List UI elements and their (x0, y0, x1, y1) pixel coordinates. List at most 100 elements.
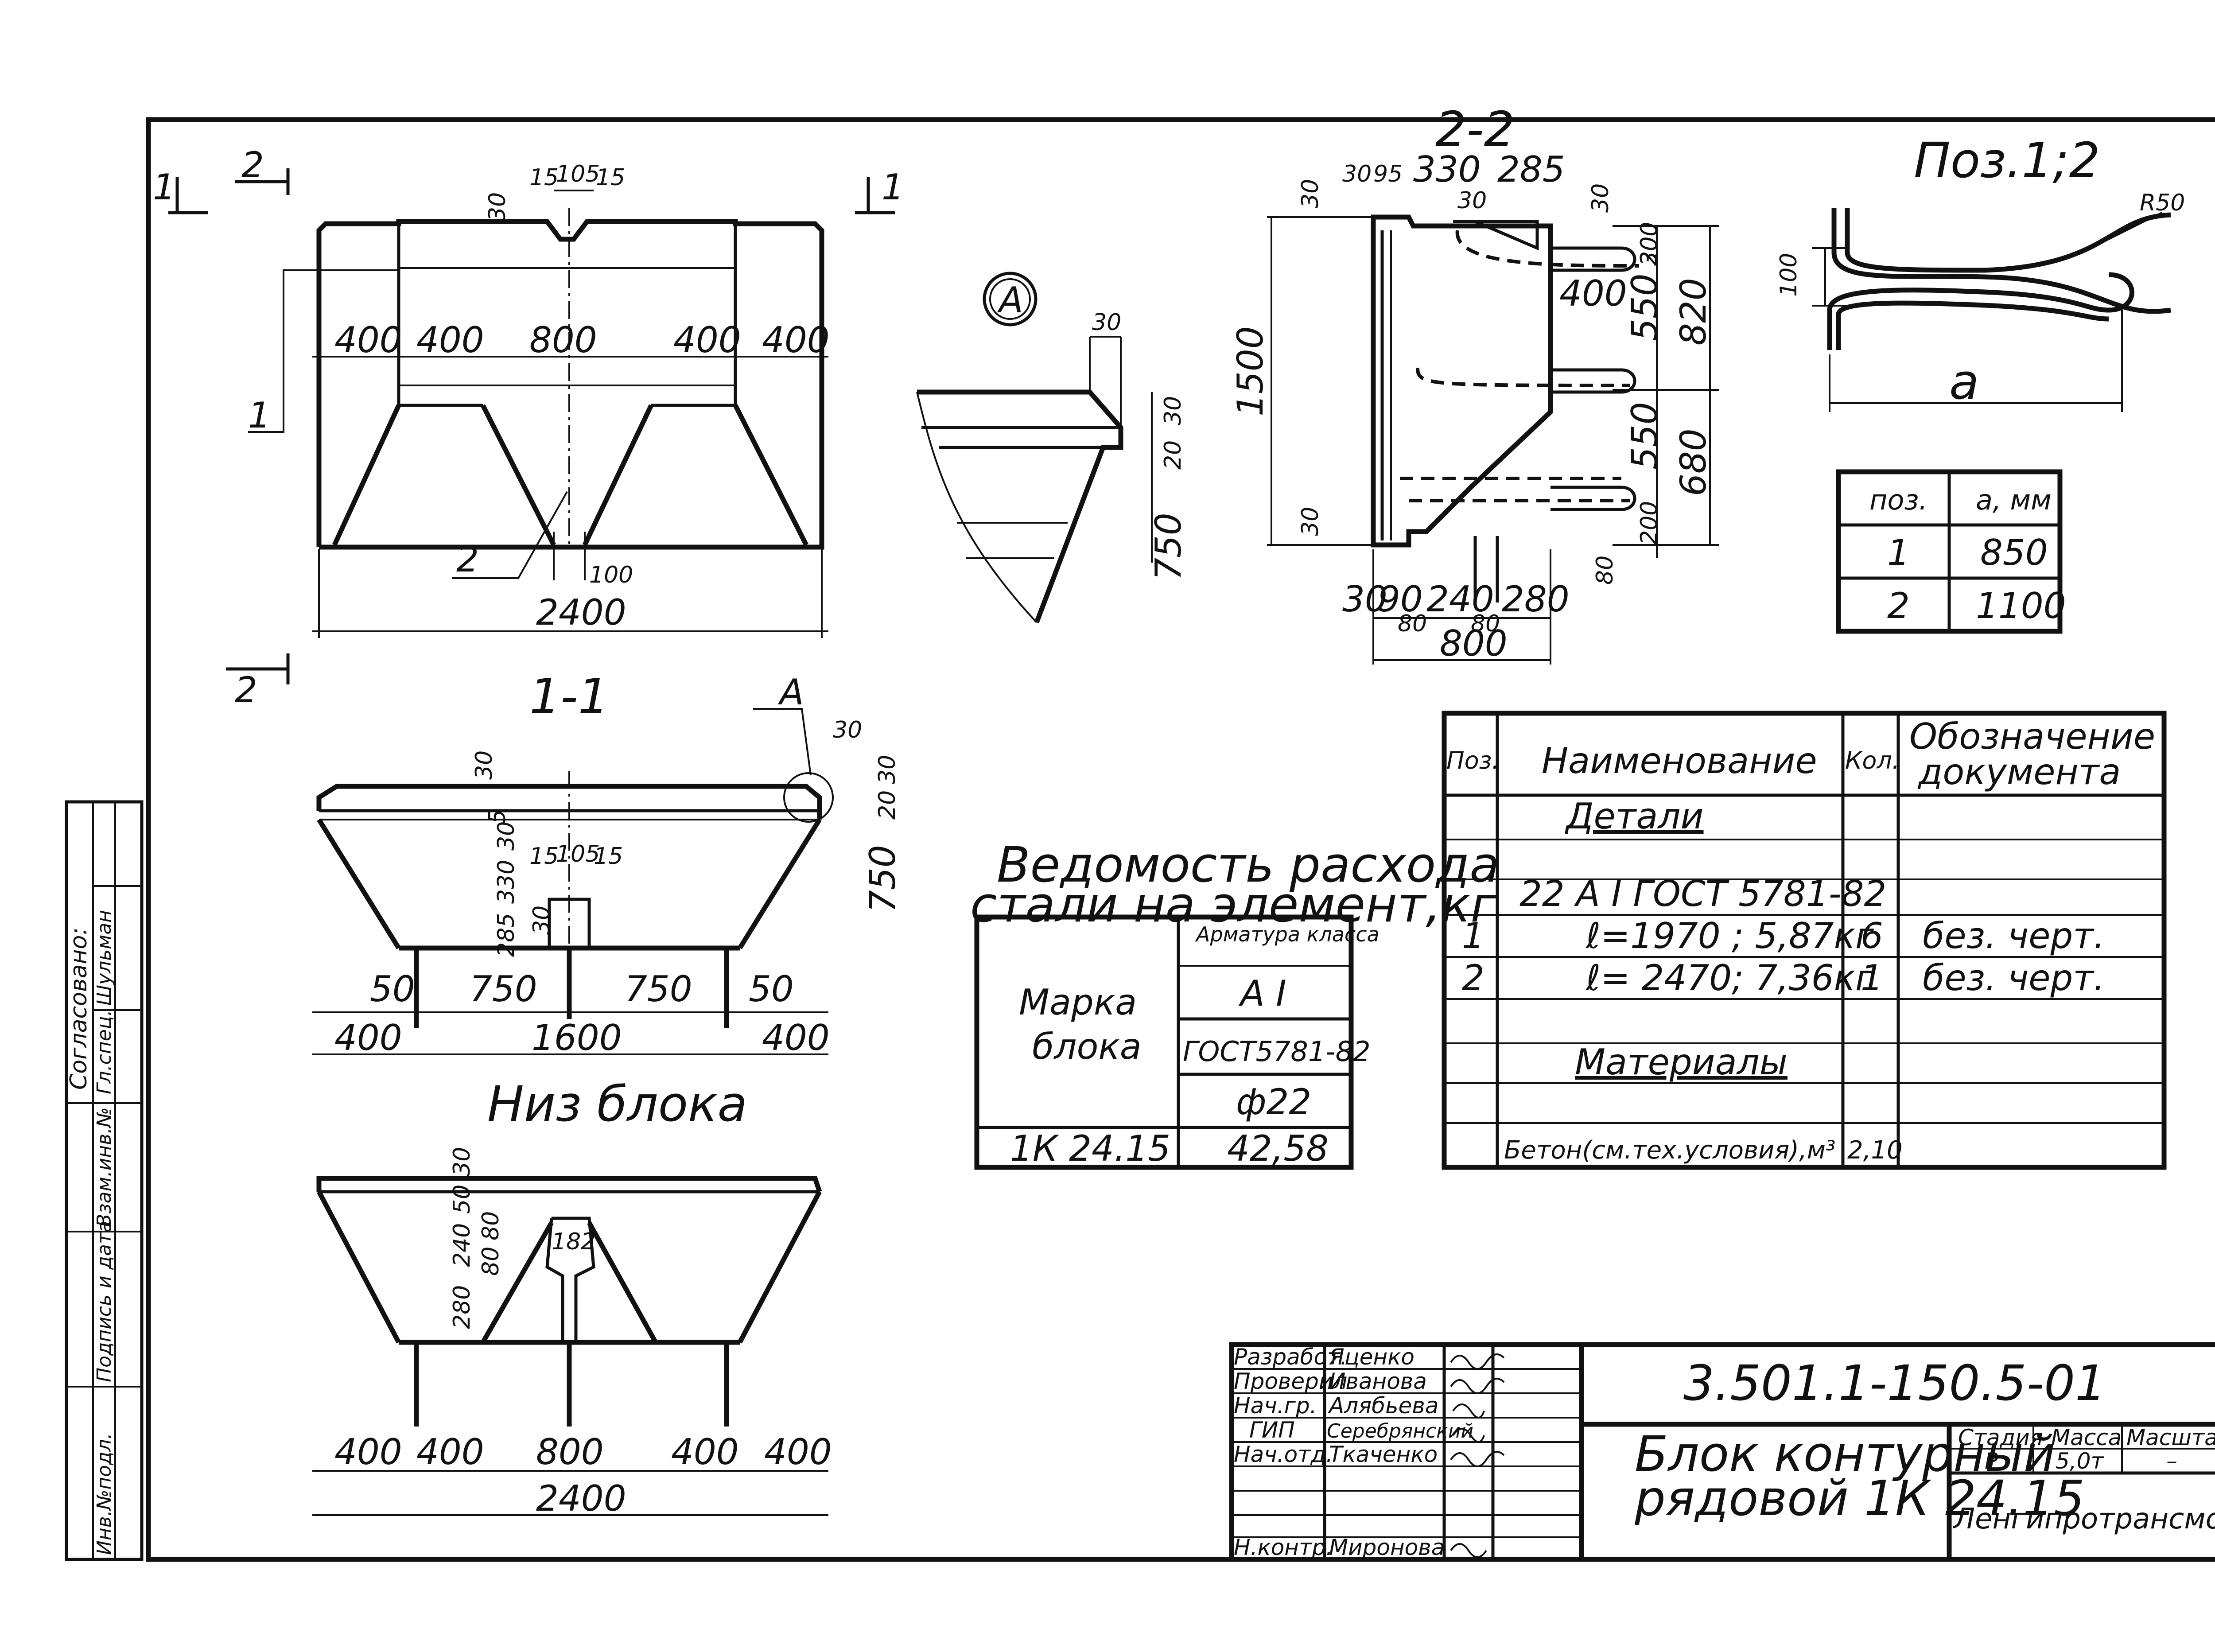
s11-30-r: 30 (874, 755, 901, 784)
steel-col-mark-1: Марка (1019, 982, 1137, 1023)
bottom-view: Низ блока 30 50 80 240 80 280 182 400 40… (312, 1076, 832, 1519)
steel-col-mark-2: блока (1032, 1026, 1142, 1067)
s22-240: 240 (1426, 579, 1494, 620)
signer-name-4: Серебрянский (1327, 1420, 1473, 1442)
s11-50a: 50 (370, 968, 415, 1010)
dim-15b: 15 (596, 164, 625, 191)
s11-30-top: 30 (833, 717, 862, 743)
signer-name-2: Иванова (1329, 1368, 1427, 1394)
side-sign-date: Подпись и дата (93, 1221, 116, 1382)
steel-diameter: ф22 (1236, 1081, 1311, 1123)
pos-table: поз. a, мм 1 850 2 1100 (1836, 469, 2066, 634)
scale-label: Масштаб (2126, 1425, 2215, 1450)
organization: Ленгипротрансмост (1953, 1503, 2215, 1535)
bot-400c: 400 (671, 1431, 739, 1473)
section-mark-2b: 2 (235, 669, 257, 711)
signer-name-5: Ткаченко (1329, 1442, 1438, 1467)
dim-400a: 400 (334, 319, 402, 361)
s11-5: 5 (484, 809, 511, 824)
spec-r1-pos: 1 (1462, 915, 1484, 956)
signature-1 (1450, 1353, 1505, 1370)
signer-role-2: Проверил (1234, 1368, 1347, 1394)
spec-h-doc-2: документа (1917, 751, 2121, 793)
pos-100: 100 (1776, 253, 1802, 297)
scale-value: – (2166, 1448, 2177, 1474)
bot-400b: 400 (416, 1431, 484, 1473)
steel-row-mark: 1К 24.15 (1010, 1128, 1170, 1169)
s11-30c: 30 (528, 906, 555, 935)
spec-r2-qty: 1 (1861, 957, 1883, 999)
steel-row-value: 42,58 (1227, 1128, 1329, 1169)
section-11-title: 1-1 (529, 668, 609, 725)
s22-30c: 30 (1587, 183, 1614, 213)
sheet-title-2: рядовой 1К 24.15 (1634, 1470, 2085, 1527)
s11-285: 285 (493, 913, 520, 957)
side-agreed: Согласовано: (66, 927, 92, 1090)
spec-r2-name: ℓ= 2470; 7,36кг (1585, 957, 1874, 999)
steel-table: Ведомость расхода стали на элемент,кг Ма… (970, 836, 1500, 1170)
sheet-code: 3.501.1-150.5-01 (1683, 1355, 2106, 1411)
side-inv-orig: Инв.№подл. (93, 1433, 116, 1555)
bot-80b: 80 (478, 1247, 504, 1276)
s22-200a: 200 (1636, 222, 1663, 266)
signer-name-3: Алябьева (1328, 1393, 1438, 1419)
bottom-title: Низ блока (487, 1076, 747, 1132)
steel-armature-class: Арматура класса (1195, 922, 1380, 946)
s11-400b: 400 (762, 1017, 830, 1058)
dim-400b: 400 (416, 319, 484, 361)
bot-182: 182 (552, 1228, 595, 1255)
s22-30-l2: 30 (1297, 507, 1324, 536)
signer-role-1: Разработ. (1234, 1344, 1347, 1370)
s22-95: 95 (1373, 161, 1403, 187)
s22-820: 820 (1673, 278, 1714, 346)
dim-105: 105 (556, 161, 600, 187)
bot-2400: 2400 (536, 1478, 626, 1519)
pos-table-r1c2: 850 (1980, 532, 2048, 573)
s22-80a: 80 (1398, 610, 1427, 637)
s22-200b: 200 (1636, 501, 1663, 545)
s11-15a: 15 (529, 843, 559, 870)
dim-100: 100 (589, 562, 633, 588)
detA-20: 20 (1160, 440, 1186, 470)
bot-400d: 400 (764, 1431, 832, 1473)
bot-240: 240 (449, 1223, 475, 1267)
spec-section-details: Детали (1565, 796, 1703, 837)
s22-30-b: 30 (1342, 579, 1387, 620)
detail-A-label: А (997, 280, 1023, 321)
s11-105: 105 (556, 841, 600, 867)
s11-1600: 1600 (532, 1017, 622, 1058)
signature-2 (1450, 1378, 1505, 1394)
spec-h-pos: Поз. (1446, 746, 1500, 774)
steel-title-2: стали на элемент,кг (970, 876, 1496, 933)
s22-280: 280 (1502, 579, 1570, 620)
s11-330: 330 (493, 860, 520, 904)
pos-table-h2: a, мм (1976, 484, 2052, 516)
dim-15a: 15 (529, 164, 559, 191)
s11-30: 30 (471, 750, 497, 780)
steel-class-value: А I (1238, 973, 1286, 1014)
signer-role-4: ГИП (1249, 1417, 1295, 1443)
s11-20-r: 20 (874, 790, 901, 820)
section-22-title: 2-2 (1435, 101, 1515, 158)
s22-30r: 30 (1636, 237, 1663, 266)
signer-role-5: Нач.отд. (1234, 1442, 1333, 1467)
mass-value: 5,0т (2056, 1448, 2105, 1474)
s22-80r: 80 (1592, 556, 1618, 585)
s22-90: 90 (1378, 579, 1423, 620)
dim-2400: 2400 (536, 592, 626, 633)
spec-r2-pos: 2 (1462, 957, 1484, 999)
s11-400a: 400 (334, 1017, 402, 1058)
s22-1500: 1500 (1230, 326, 1271, 416)
dim-800: 800 (529, 319, 597, 361)
side-role1: Гл.спец. (93, 1010, 116, 1094)
spec-h-doc-1: Обозначение (1909, 716, 2155, 757)
mass-label: Масса (2051, 1425, 2122, 1450)
pos-table-h1: поз. (1869, 484, 1927, 516)
s22-550b: 550 (1624, 402, 1665, 470)
bot-50: 50 (449, 1185, 475, 1214)
s22-285: 285 (1497, 149, 1565, 190)
s11-15b: 15 (594, 843, 623, 870)
leader-1: 1 (248, 395, 271, 436)
dim-30: 30 (484, 192, 511, 222)
